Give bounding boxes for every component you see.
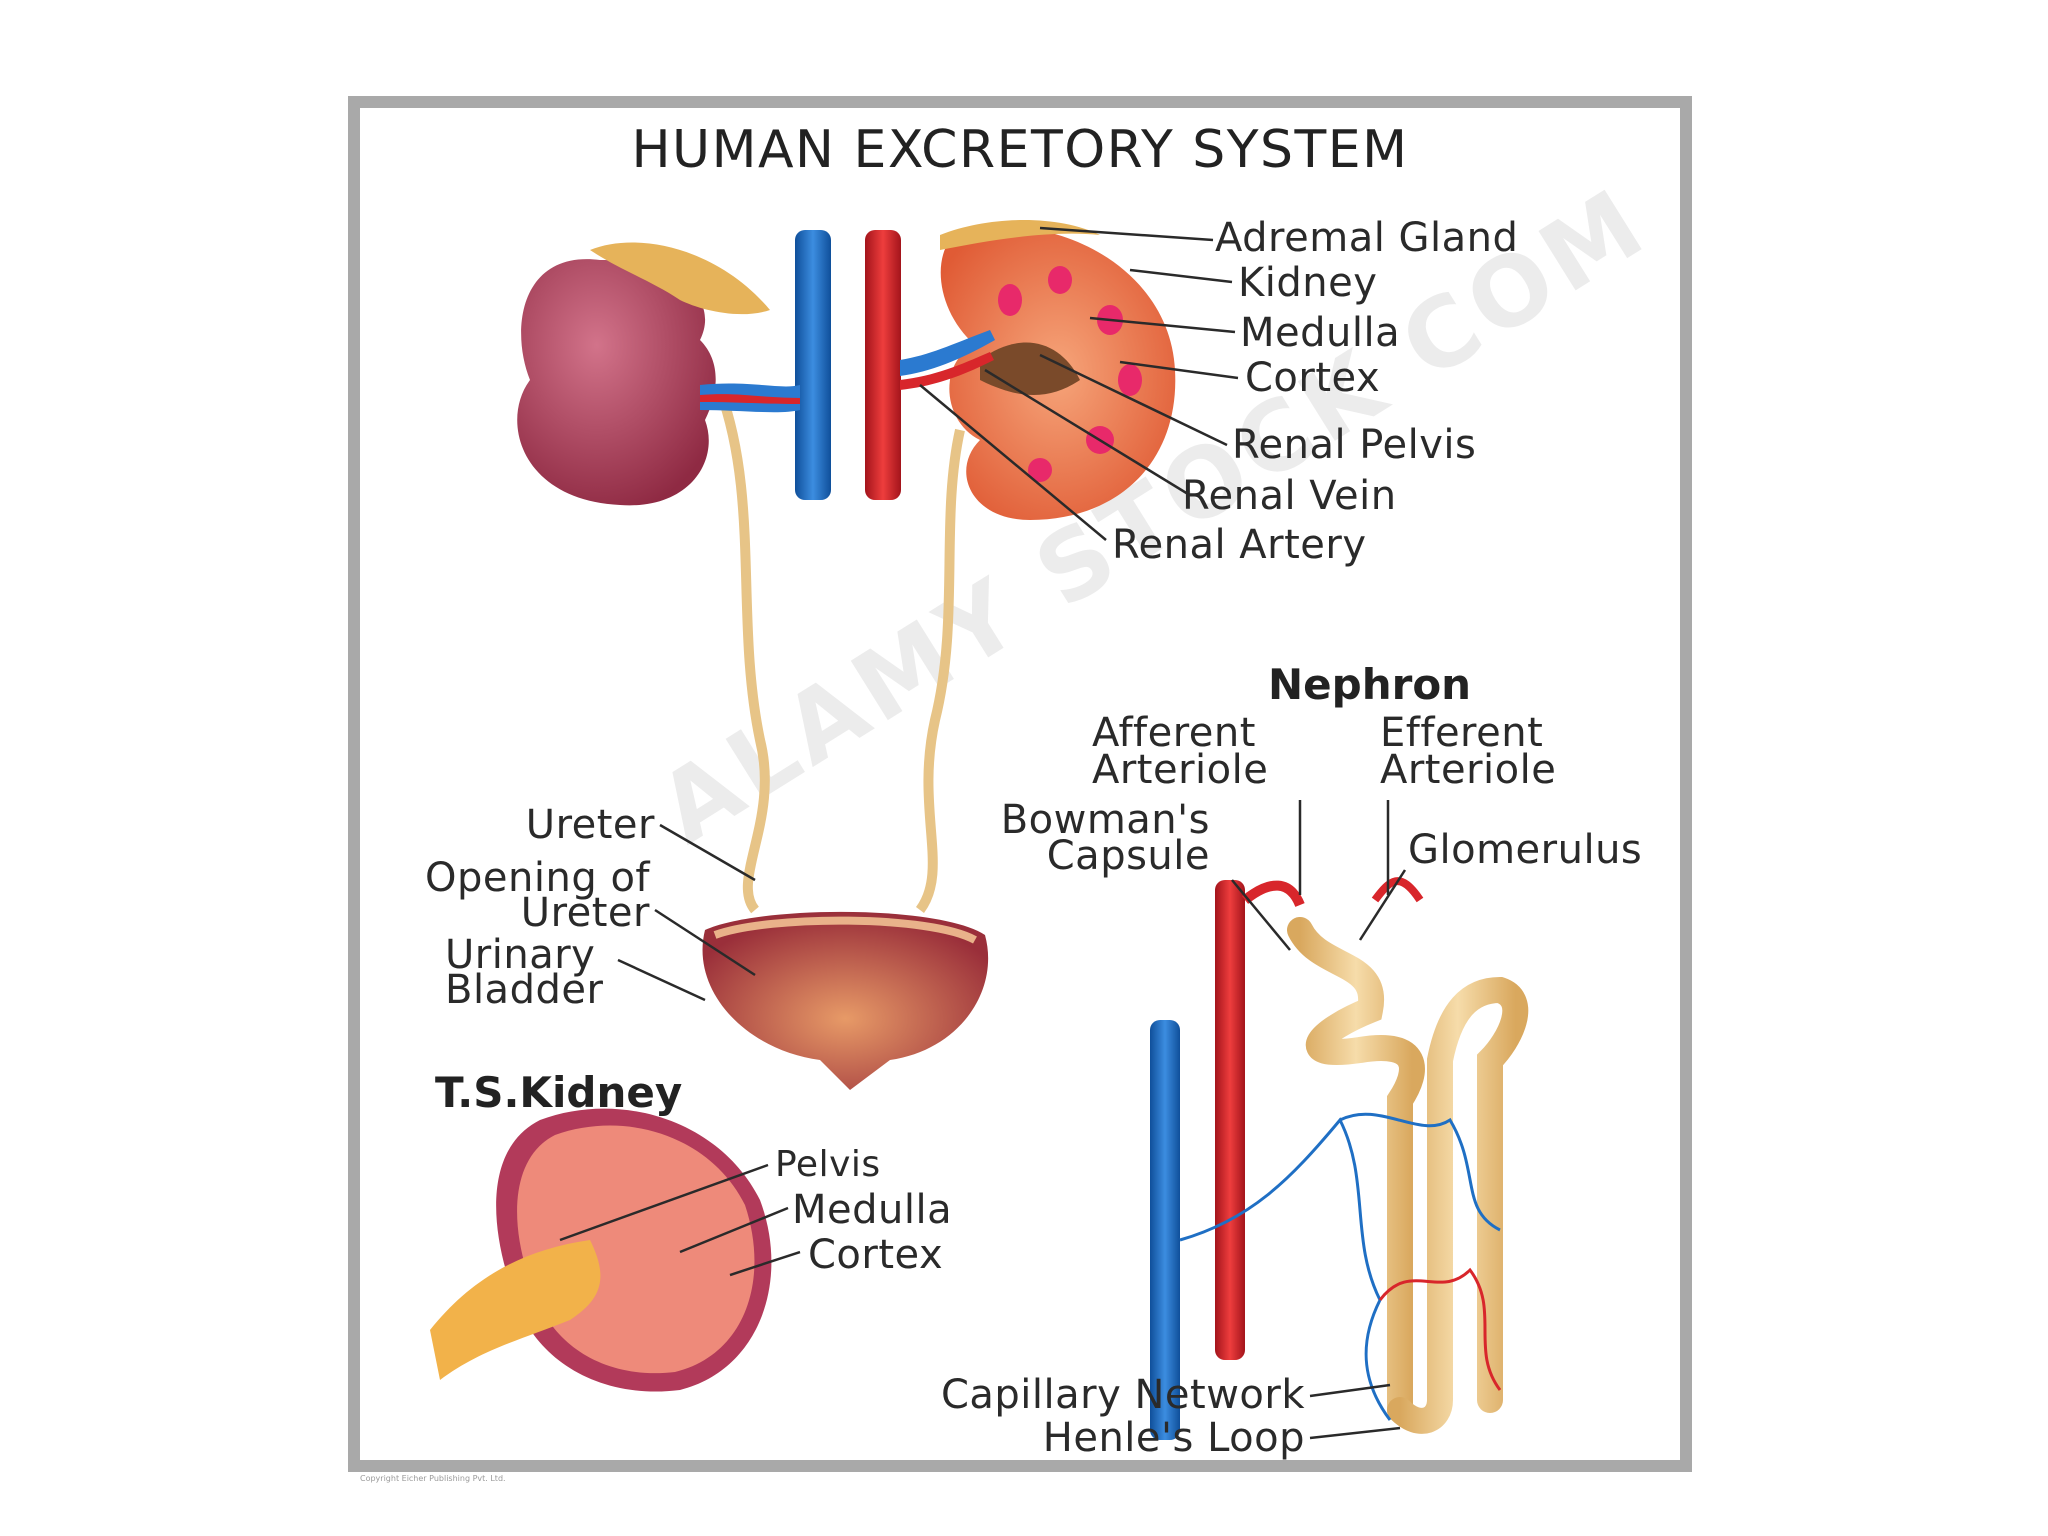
nephron-heading: Nephron [1268, 660, 1472, 709]
leader-lines [559, 226, 1407, 1440]
urinary-bladder [702, 911, 989, 1090]
label-cortex: Cortex [1245, 355, 1381, 401]
label-renal-artery: Renal Artery [1112, 522, 1367, 568]
label-ts-pelvis: Pelvis [775, 1144, 881, 1185]
label-kidney: Kidney [1238, 260, 1378, 306]
label-medulla: Medulla [1240, 310, 1401, 356]
diagram-title: HUMAN EXCRETORY SYSTEM [631, 120, 1409, 180]
label-afferent-2: Arteriole [1092, 747, 1269, 793]
label-opening-of-ureter-2: Ureter [520, 890, 650, 936]
nephron-tubule [1287, 897, 1573, 1434]
label-ureter: Ureter [525, 802, 655, 848]
label-capillary-network: Capillary Network [940, 1372, 1305, 1418]
capillary-network [1179, 1112, 1502, 1421]
label-efferent-2: Arteriole [1380, 747, 1557, 793]
label-urinary-bladder-1: Urinary [445, 932, 596, 978]
label-glomerulus: Glomerulus [1408, 827, 1643, 873]
label-renal-vein: Renal Vein [1182, 473, 1397, 519]
aorta-vena-cava [700, 230, 995, 500]
label-afferent-1: Afferent [1092, 710, 1256, 756]
label-ts-medulla: Medulla [792, 1187, 953, 1233]
label-adrenal-gland: Adremal Gland [1215, 215, 1519, 261]
label-efferent-1: Efferent [1380, 710, 1544, 756]
ts-kidney-heading: T.S.Kidney [435, 1068, 683, 1117]
label-urinary-bladder-2: Bladder [445, 967, 604, 1013]
nephron-vessels [1150, 877, 1424, 1440]
label-bowmans-2: Capsule [1046, 833, 1210, 879]
left-kidney [517, 242, 770, 506]
label-opening-of-ureter-1: Opening of [425, 855, 650, 901]
ureters [715, 388, 965, 914]
label-renal-pelvis: Renal Pelvis [1232, 422, 1477, 468]
label-henles-loop: Henle's Loop [1042, 1415, 1305, 1461]
label-ts-cortex: Cortex [808, 1232, 944, 1278]
copyright-note: Copyright Eicher Publishing Pvt. Ltd. [360, 1474, 506, 1483]
ts-kidney [430, 1108, 772, 1392]
label-bowmans-1: Bowman's [1000, 797, 1210, 843]
